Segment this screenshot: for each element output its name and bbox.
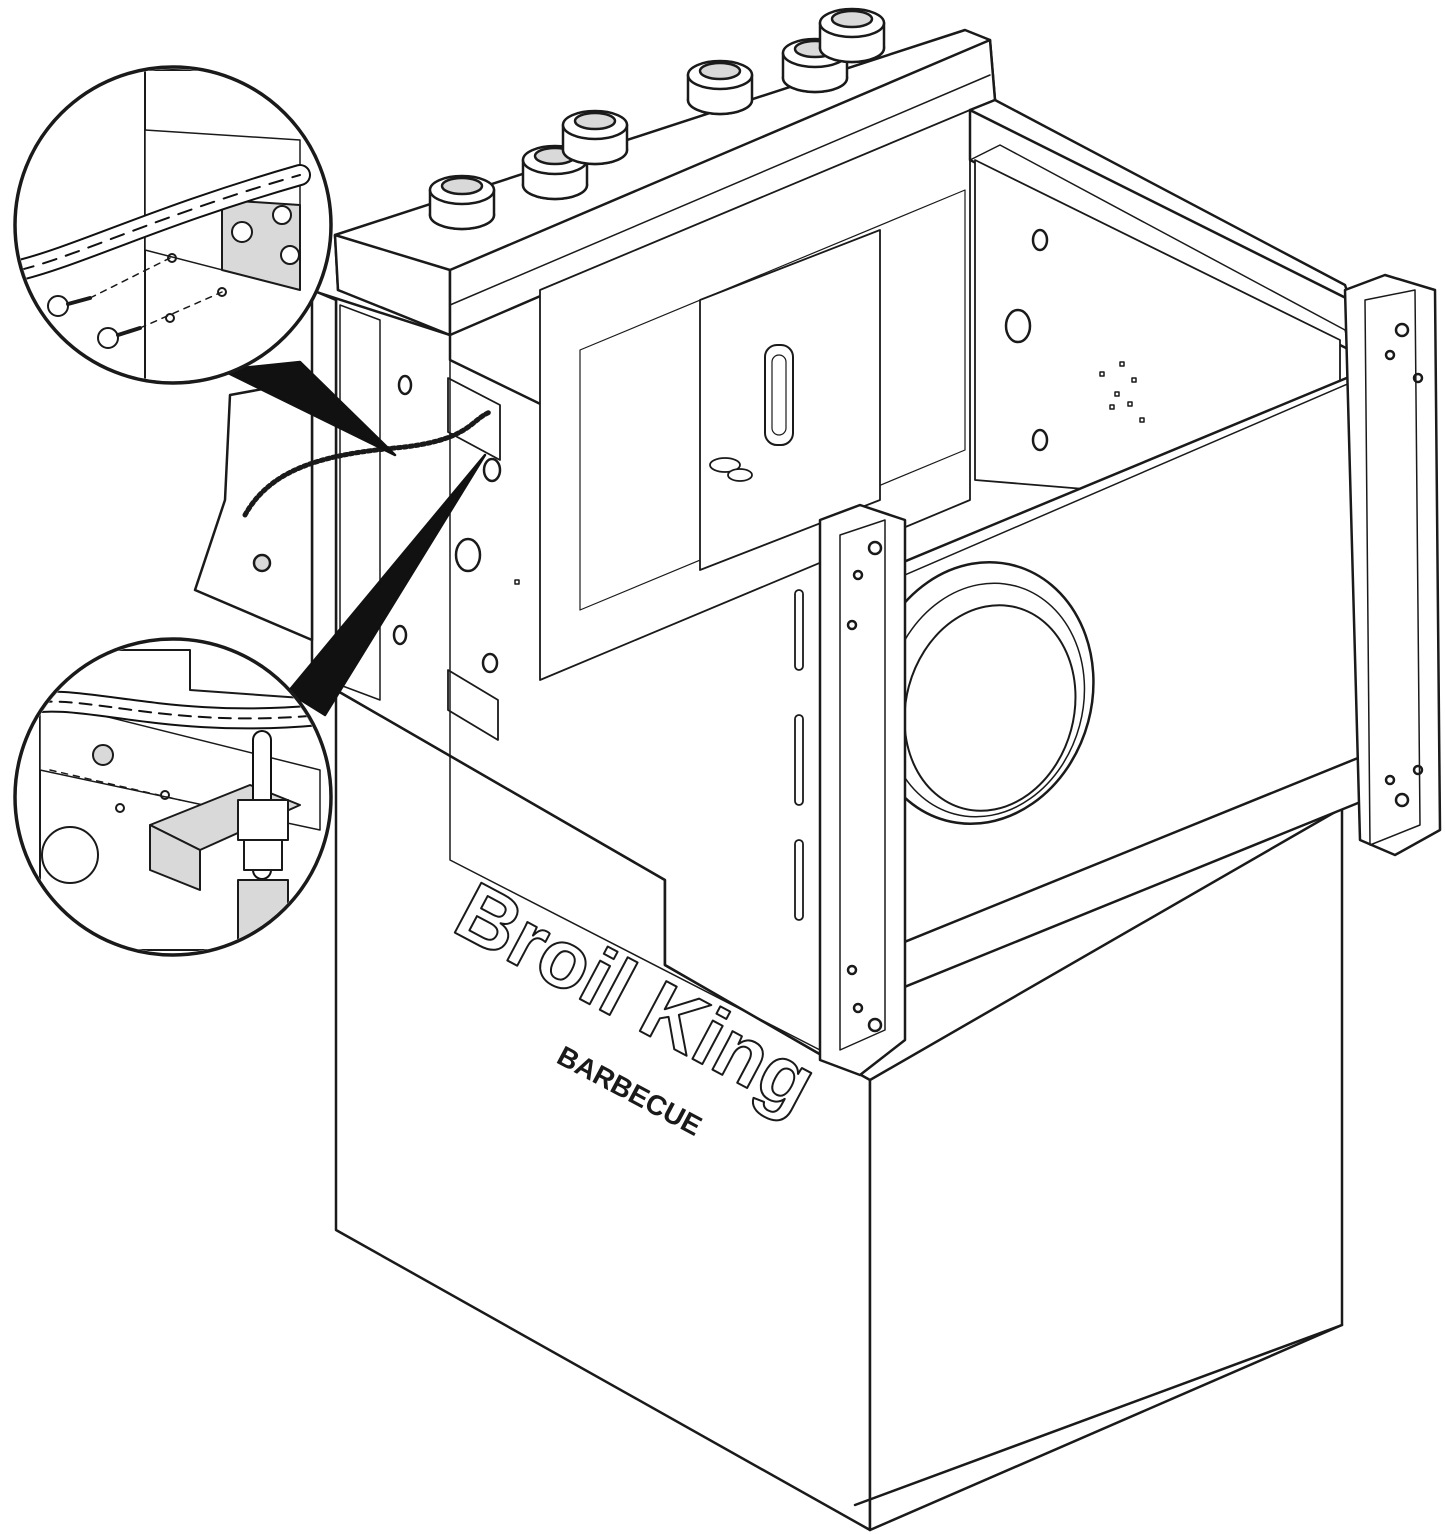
- gas-fitting-icon: [237, 730, 289, 941]
- circular-opening: [865, 560, 1095, 826]
- knob-5-icon: [781, 37, 849, 94]
- front-panel: [858, 358, 1392, 1007]
- knob-1-icon: [428, 174, 496, 231]
- knob-2-icon: [521, 144, 589, 201]
- control-knobs: [428, 7, 886, 231]
- corner-posts: [818, 273, 1442, 1077]
- magnifier-detail-upper-icon: [13, 65, 333, 385]
- knob-6-icon: [818, 7, 886, 64]
- knob-3-icon: [561, 109, 629, 166]
- callout-pointers: [220, 360, 487, 717]
- screw-icon: [97, 326, 142, 349]
- magnifier-detail-lower-icon: [13, 637, 333, 957]
- knob-4-icon: [686, 59, 754, 116]
- screw-icon: [47, 295, 92, 317]
